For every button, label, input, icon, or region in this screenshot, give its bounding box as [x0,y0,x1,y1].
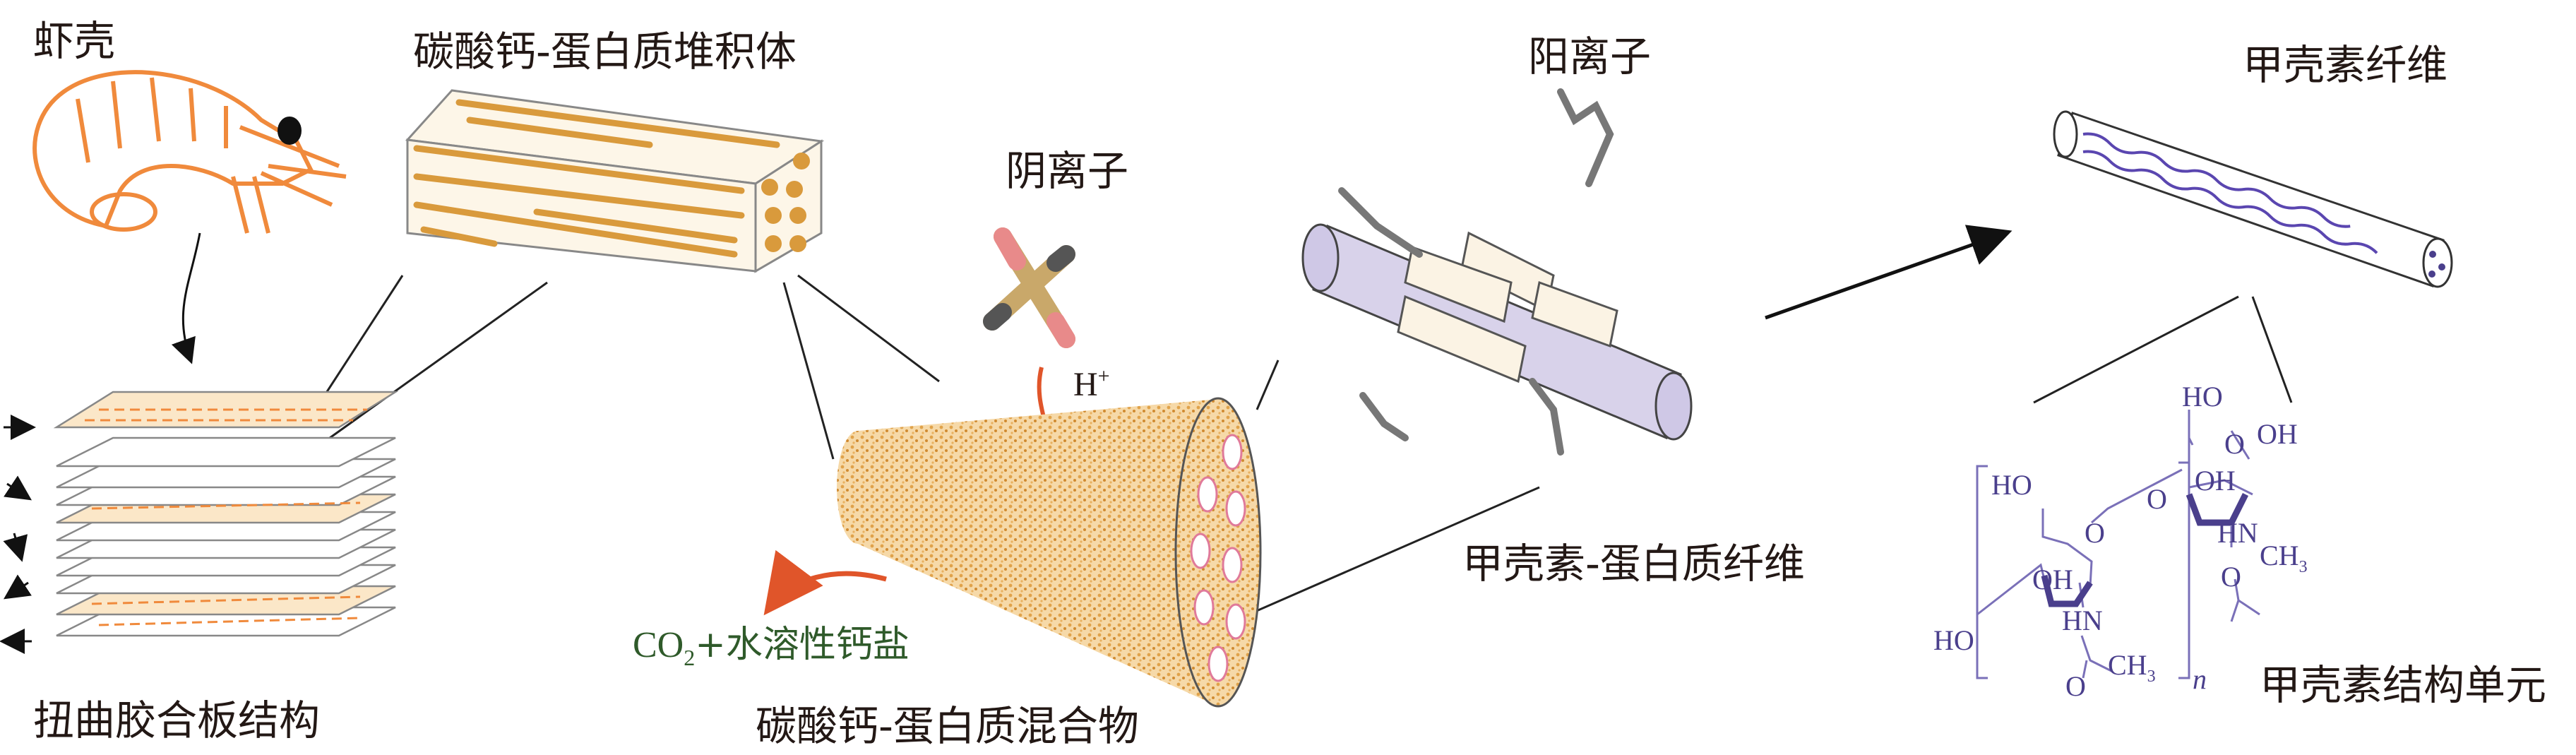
caco3-protein-block [405,89,825,273]
chem-o-ring-2: O [2224,428,2245,460]
chem-o-link: O [2147,483,2167,515]
chem-hn-1: HN [2062,605,2103,636]
chem-o-ring-1: O [2085,517,2105,549]
label-caco3-protein-stack: 碳酸钙-蛋白质堆积体 [413,28,797,76]
chem-ho-1: HO [1991,469,2032,501]
arrow-shrimp-to-plywood [171,232,201,364]
chem-o-carbonyl-1: O [2065,670,2086,702]
label-chitin-protein-fiber: 甲壳素-蛋白质纤维 [1462,540,1805,588]
chitin-structure-formula: HO O OH HO HN O CH3 O HO O OH OH HN O CH… [1933,381,2308,702]
label-anion: 阴离子 [1006,147,1128,195]
label-chitin-fiber: 甲壳素纤维 [2243,41,2447,89]
chem-oh-1: OH [2032,564,2073,595]
chem-o-carbonyl-2: O [2221,561,2241,593]
chem-ho-2: HO [1933,624,1974,656]
twisted-plywood-stack [0,391,399,654]
chem-hn-2: HN [2217,517,2258,549]
chem-oh-2: OH [2257,418,2298,450]
shrimp-illustration [32,70,347,234]
anion-molecule [983,227,1075,348]
label-shrimp-shell: 虾壳 [33,17,115,65]
chem-n-subscript: n [2193,663,2207,695]
chem-oh-3: OH [2195,465,2236,497]
chem-ch3-2: CH3 [2260,540,2308,576]
label-twisted-plywood: 扭曲胶合板结构 [33,696,320,744]
connector-lines [309,274,2293,623]
chem-ho-3: HO [2182,381,2223,412]
chem-ch3-1: CH3 [2108,649,2156,686]
label-co2-calcium-salt: CO2+水溶性钙盐 [633,624,910,670]
caco3-protein-mixture-cone [837,397,1262,708]
byproduct-arrow [763,549,887,616]
chitin-protein-fiber [1301,88,1693,456]
label-caco3-protein-mixture: 碳酸钙-蛋白质混合物 [756,702,1139,750]
label-cation: 阳离子 [1528,32,1651,81]
chitin-fiber-tube [2053,110,2453,288]
label-chitin-unit: 甲壳素结构单元 [2260,661,2546,709]
label-proton: H+ [1073,364,1110,403]
arrow-to-chitin-fiber [1765,225,2012,320]
